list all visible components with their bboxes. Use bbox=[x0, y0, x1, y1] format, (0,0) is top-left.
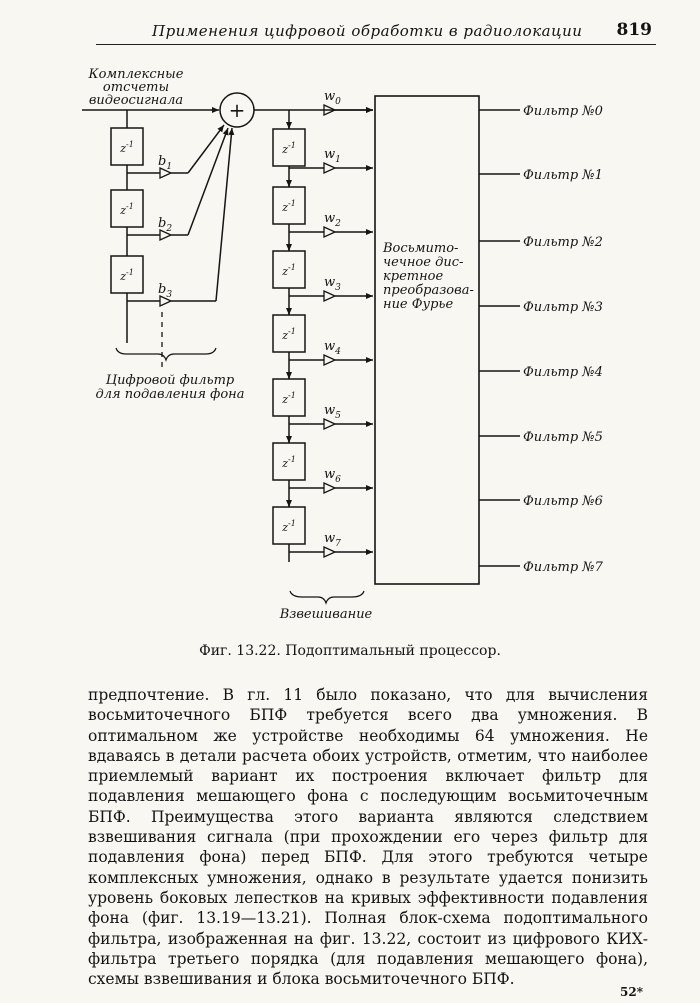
multiplier-w7 bbox=[323, 545, 337, 559]
dft-label-line-4: преобразова- bbox=[383, 283, 474, 298]
filter-caption-line-2: для подавления фона bbox=[96, 387, 245, 402]
multiplier-w2 bbox=[323, 225, 337, 239]
multiplier-b1 bbox=[159, 166, 173, 180]
coeff-b2: b2 bbox=[158, 216, 172, 234]
coeff-w6: w6 bbox=[324, 467, 341, 485]
coeff-b1: b1 bbox=[158, 154, 172, 172]
output-filter-7: Фильтр №7 bbox=[523, 560, 604, 575]
coeff-w3: w3 bbox=[324, 275, 341, 293]
fir-filter-delays: z-1 b1 z-1 b2 z-1 b3 bbox=[110, 124, 235, 308]
coeff-w7: w7 bbox=[324, 531, 341, 549]
multiplier-w3 bbox=[323, 289, 337, 303]
delay-block-left-2 bbox=[110, 189, 144, 228]
delay-block-right-4-label: z-1 bbox=[281, 327, 296, 342]
coeff-w4: w4 bbox=[324, 339, 341, 357]
output-filter-6: Фильтр №6 bbox=[523, 494, 603, 509]
dft-label-line-3: кретное bbox=[383, 269, 443, 284]
delay-block-right-1 bbox=[272, 128, 306, 167]
delay-block-right-7 bbox=[272, 506, 306, 545]
dft-label-line-5: ние Фурье bbox=[383, 297, 453, 312]
filter-outputs: Фильтр №0 Фильтр №1 Фильтр №2 Фильтр №3 Филь… bbox=[479, 104, 604, 575]
filter-brace bbox=[115, 347, 217, 362]
output-filter-0: Фильтр №0 bbox=[523, 104, 603, 119]
coeff-w0: w0 bbox=[324, 89, 341, 107]
multiplier-w5 bbox=[323, 417, 337, 431]
weighting-caption: Взвешивание bbox=[279, 607, 373, 622]
filter-caption-line-1: Цифровой фильтр bbox=[106, 373, 235, 388]
figure-caption: Фиг. 13.22. Подоптимальный процессор. bbox=[199, 643, 501, 659]
tap-arrow-b1 bbox=[187, 124, 225, 174]
multiplier-w6 bbox=[323, 481, 337, 495]
output-filter-4: Фильтр №4 bbox=[523, 365, 603, 380]
weighting-brace bbox=[289, 590, 365, 605]
delay-block-right-1-label: z-1 bbox=[281, 141, 296, 156]
weighting-delays: w0 z-1 w1 z-1 w2 z-1 w3 z-1 w4 z-1 w5 z-1 w6 z-1 w7 bbox=[272, 89, 373, 559]
coeff-w2: w2 bbox=[324, 211, 341, 229]
multiplier-w0 bbox=[323, 103, 337, 117]
multiplier-w4 bbox=[323, 353, 337, 367]
tap-arrow-b2 bbox=[187, 127, 229, 236]
delay-block-right-3-label: z-1 bbox=[281, 263, 296, 278]
dft-label-line-2: чечное дис- bbox=[383, 255, 463, 270]
delay-block-right-5-label: z-1 bbox=[281, 391, 296, 406]
output-filter-3: Фильтр №3 bbox=[523, 300, 603, 315]
delay-block-right-6-label: z-1 bbox=[281, 455, 296, 470]
page-number: 819 bbox=[616, 20, 653, 40]
input-label-line-3: видеосигнала bbox=[89, 93, 183, 108]
delay-block-right-7-label: z-1 bbox=[281, 519, 296, 534]
delay-block-left-3 bbox=[110, 255, 144, 294]
body-text: предпочтение. В гл. 11 было показано, чт… bbox=[88, 685, 648, 989]
body-paragraph: предпочтение. В гл. 11 было показано, чт… bbox=[88, 686, 648, 989]
output-filter-2: Фильтр №2 bbox=[523, 235, 603, 250]
processor-block-diagram: Комплексные отсчеты видеосигнала + z-1 b1… bbox=[82, 67, 604, 622]
output-filter-1: Фильтр №1 bbox=[523, 168, 603, 183]
dft-label-line-1: Восьмито- bbox=[382, 241, 458, 256]
delay-block-right-2-label: z-1 bbox=[281, 199, 296, 214]
output-filter-5: Фильтр №5 bbox=[523, 430, 603, 445]
running-title: Применения цифровой обработки в радиолок… bbox=[152, 22, 583, 40]
running-header: Применения цифровой обработки в радиолок… bbox=[96, 12, 656, 45]
input-label-line-1: Комплексные bbox=[88, 67, 184, 82]
coeff-w5: w5 bbox=[324, 403, 341, 421]
dft-block bbox=[374, 95, 480, 585]
input-label-line-2: отсчеты bbox=[103, 80, 169, 95]
coeff-w1: w1 bbox=[324, 147, 341, 165]
footer-mark: 52* bbox=[620, 985, 643, 999]
delay-block-left-1 bbox=[110, 127, 144, 166]
tap-arrow-b3 bbox=[215, 127, 235, 302]
delay-block-left-3-label: z-1 bbox=[119, 268, 134, 283]
delay-block-right-5 bbox=[272, 378, 306, 417]
delay-block-right-6 bbox=[272, 442, 306, 481]
delay-block-left-2-label: z-1 bbox=[119, 202, 134, 217]
coeff-b3: b3 bbox=[158, 282, 172, 300]
multiplier-b2 bbox=[159, 228, 173, 242]
adder-symbol: + bbox=[229, 98, 246, 122]
multiplier-b3 bbox=[159, 294, 173, 308]
multiplier-w1 bbox=[323, 161, 337, 175]
delay-block-left-1-label: z-1 bbox=[119, 140, 134, 155]
